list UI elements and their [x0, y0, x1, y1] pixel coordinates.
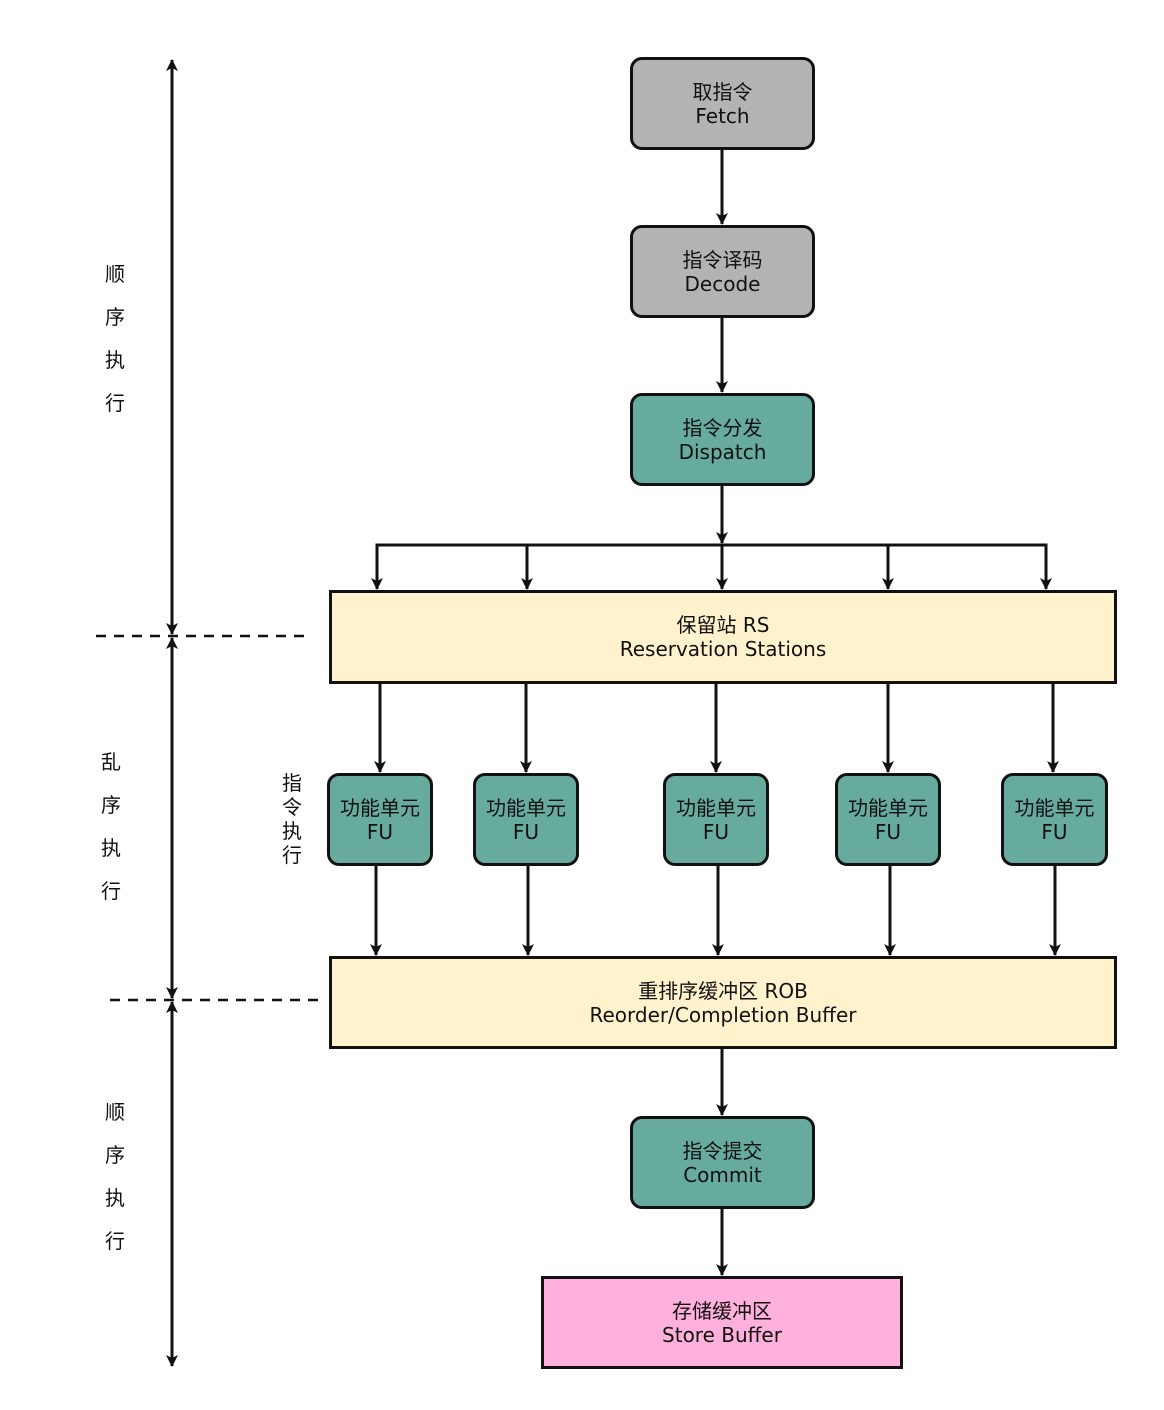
rs-node-label-cn: 保留站 RS [676, 613, 770, 637]
fu-node-label-en: FU [366, 819, 394, 844]
in-order-execution-top-label: 顺 序 执 行 [103, 262, 127, 434]
commit-node-label-en: Commit [683, 1162, 762, 1187]
fetch-node-label-en: Fetch [695, 103, 750, 128]
fetch-node-label-cn: 取指令 [692, 79, 753, 104]
label-char: 执 [105, 1186, 125, 1210]
rs-node-label-en: Reservation Stations [619, 637, 827, 661]
decode-node-label-en: Decode [684, 271, 761, 296]
fu-node-label-en: FU [874, 819, 902, 844]
label-char: 序 [105, 305, 125, 329]
reorder-buffer-node: 重排序缓冲区 ROB Reorder/Completion Buffer [329, 956, 1117, 1049]
dispatch-distribution-line [375, 543, 1048, 588]
reservation-stations-node: 保留站 RS Reservation Stations [329, 590, 1117, 684]
store-buffer-node-label-en: Store Buffer [662, 1322, 782, 1347]
label-char: 行 [105, 1229, 125, 1253]
label-char: 指 [282, 771, 302, 795]
functional-unit-node: 功能单元 FU [1001, 773, 1108, 866]
fu-node-label-cn: 功能单元 [1014, 795, 1095, 820]
fu-node-label-cn: 功能单元 [848, 795, 928, 820]
fu-node-label-en: FU [512, 819, 540, 844]
fu-node-label-cn: 功能单元 [486, 795, 566, 820]
fu-node-label-cn: 功能单元 [340, 795, 420, 820]
functional-unit-node: 功能单元 FU [473, 773, 579, 866]
in-order-execution-bottom-label: 顺 序 执 行 [103, 1100, 127, 1272]
label-char: 行 [282, 843, 302, 867]
functional-unit-node: 功能单元 FU [663, 773, 769, 866]
functional-unit-node: 功能单元 FU [327, 773, 433, 866]
label-char: 令 [282, 795, 302, 819]
fu-node-label-cn: 功能单元 [676, 795, 756, 820]
store-buffer-node: 存储缓冲区 Store Buffer [541, 1276, 903, 1369]
label-char: 行 [105, 391, 125, 415]
label-char: 顺 [105, 1100, 125, 1124]
rob-node-label-cn: 重排序缓冲区 ROB [638, 978, 808, 1003]
label-char: 执 [105, 348, 125, 372]
fu-node-label-en: FU [1041, 819, 1068, 844]
store-buffer-node-label-cn: 存储缓冲区 [672, 1298, 772, 1323]
fu-node-label-en: FU [702, 819, 730, 844]
decode-node: 指令译码 Decode [630, 225, 815, 318]
label-char: 序 [101, 793, 121, 817]
label-char: 乱 [101, 750, 121, 774]
label-char: 行 [101, 879, 121, 903]
functional-unit-node: 功能单元 FU [835, 773, 941, 866]
dispatch-node: 指令分发 Dispatch [630, 393, 815, 486]
fetch-node: 取指令 Fetch [630, 57, 815, 150]
commit-node-label-cn: 指令提交 [682, 1138, 763, 1163]
rob-node-label-en: Reorder/Completion Buffer [589, 1002, 857, 1027]
commit-node: 指令提交 Commit [630, 1116, 815, 1209]
label-char: 序 [105, 1143, 125, 1167]
label-char: 执 [101, 836, 121, 860]
out-of-order-execution-label: 乱 序 执 行 [99, 750, 123, 922]
decode-node-label-cn: 指令译码 [682, 247, 763, 272]
instruction-execute-label: 指 令 执 行 [280, 771, 304, 867]
label-char: 顺 [105, 262, 125, 286]
label-char: 执 [282, 819, 302, 843]
dispatch-node-label-en: Dispatch [678, 439, 767, 464]
dispatch-node-label-cn: 指令分发 [682, 415, 763, 440]
